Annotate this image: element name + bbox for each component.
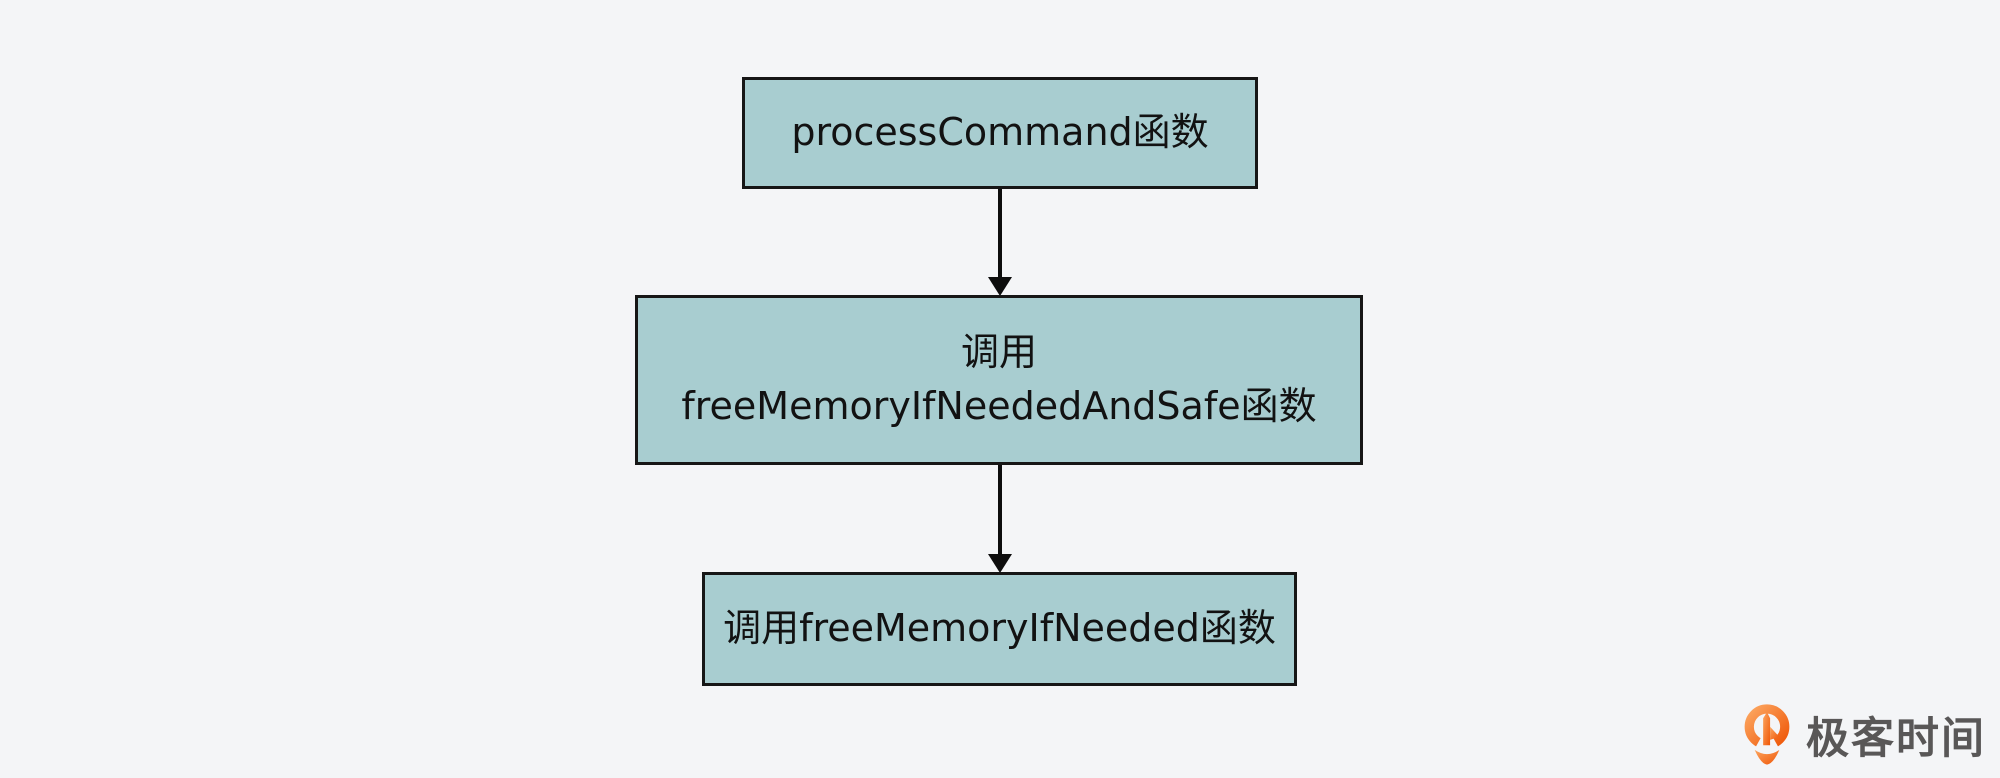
node-process-command-label: processCommand函数 [791, 110, 1209, 155]
node-process-command: processCommand函数 [742, 77, 1258, 189]
geektime-brand-text: 极客时间 [1806, 713, 1986, 764]
arrow-down-2 [988, 465, 1012, 573]
geektime-logo-icon [1744, 704, 1790, 765]
arrow-line [998, 189, 1002, 277]
node-free-memory-if-needed-label: 调用freeMemoryIfNeeded函数 [723, 606, 1276, 651]
node-free-memory-if-needed-and-safe-label: 调用 freeMemoryIfNeededAndSafe函数 [681, 330, 1317, 428]
geektime-watermark: 极客时间 [1740, 702, 1986, 767]
arrow-head-icon [988, 277, 1012, 296]
arrow-down-1 [988, 189, 1012, 296]
node-free-memory-if-needed: 调用freeMemoryIfNeeded函数 [702, 572, 1297, 686]
arrow-line [998, 465, 1002, 554]
node-free-memory-if-needed-and-safe: 调用 freeMemoryIfNeededAndSafe函数 [635, 295, 1363, 465]
arrow-head-icon [988, 554, 1012, 573]
